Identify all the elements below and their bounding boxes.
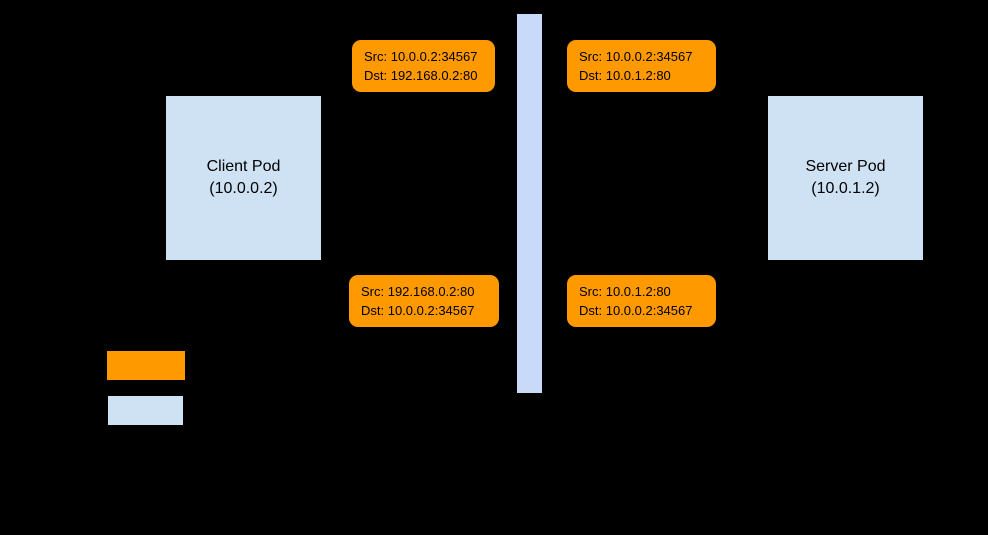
server-pod-box: Server Pod (10.0.1.2) — [768, 96, 923, 260]
packet-dst-line: Dst: 10.0.1.2:80 — [579, 68, 671, 83]
server-pod-ip: (10.0.1.2) — [811, 180, 880, 197]
legend-pod-swatch — [108, 396, 183, 425]
packet-src-line: Src: 10.0.1.2:80 — [579, 283, 671, 299]
server-pod-title: Server Pod — [805, 158, 886, 176]
packet-dst-line: Dst: 192.168.0.2:80 — [364, 68, 478, 83]
packet-dst-line: Dst: 10.0.0.2:34567 — [361, 303, 475, 318]
legend-packet-swatch — [107, 351, 185, 380]
packet-label-top-right: Src: 10.0.0.2:34567 Dst: 10.0.1.2:80 — [567, 40, 716, 92]
packet-src-line: Src: 192.168.0.2:80 — [361, 283, 475, 299]
packet-label-bottom-left: Src: 192.168.0.2:80 Dst: 10.0.0.2:34567 — [349, 275, 499, 327]
client-pod-ip: (10.0.0.2) — [209, 180, 278, 197]
packet-src-line: Src: 10.0.0.2:34567 — [364, 48, 478, 64]
packet-label-bottom-right: Src: 10.0.1.2:80 Dst: 10.0.0.2:34567 — [567, 275, 716, 327]
client-pod-box: Client Pod (10.0.0.2) — [166, 96, 321, 260]
client-pod-title: Client Pod — [206, 158, 281, 176]
packet-dst-line: Dst: 10.0.0.2:34567 — [579, 303, 693, 318]
packet-label-top-left: Src: 10.0.0.2:34567 Dst: 192.168.0.2:80 — [352, 40, 495, 92]
packet-src-line: Src: 10.0.0.2:34567 — [579, 48, 693, 64]
middle-node-bar — [517, 14, 542, 393]
